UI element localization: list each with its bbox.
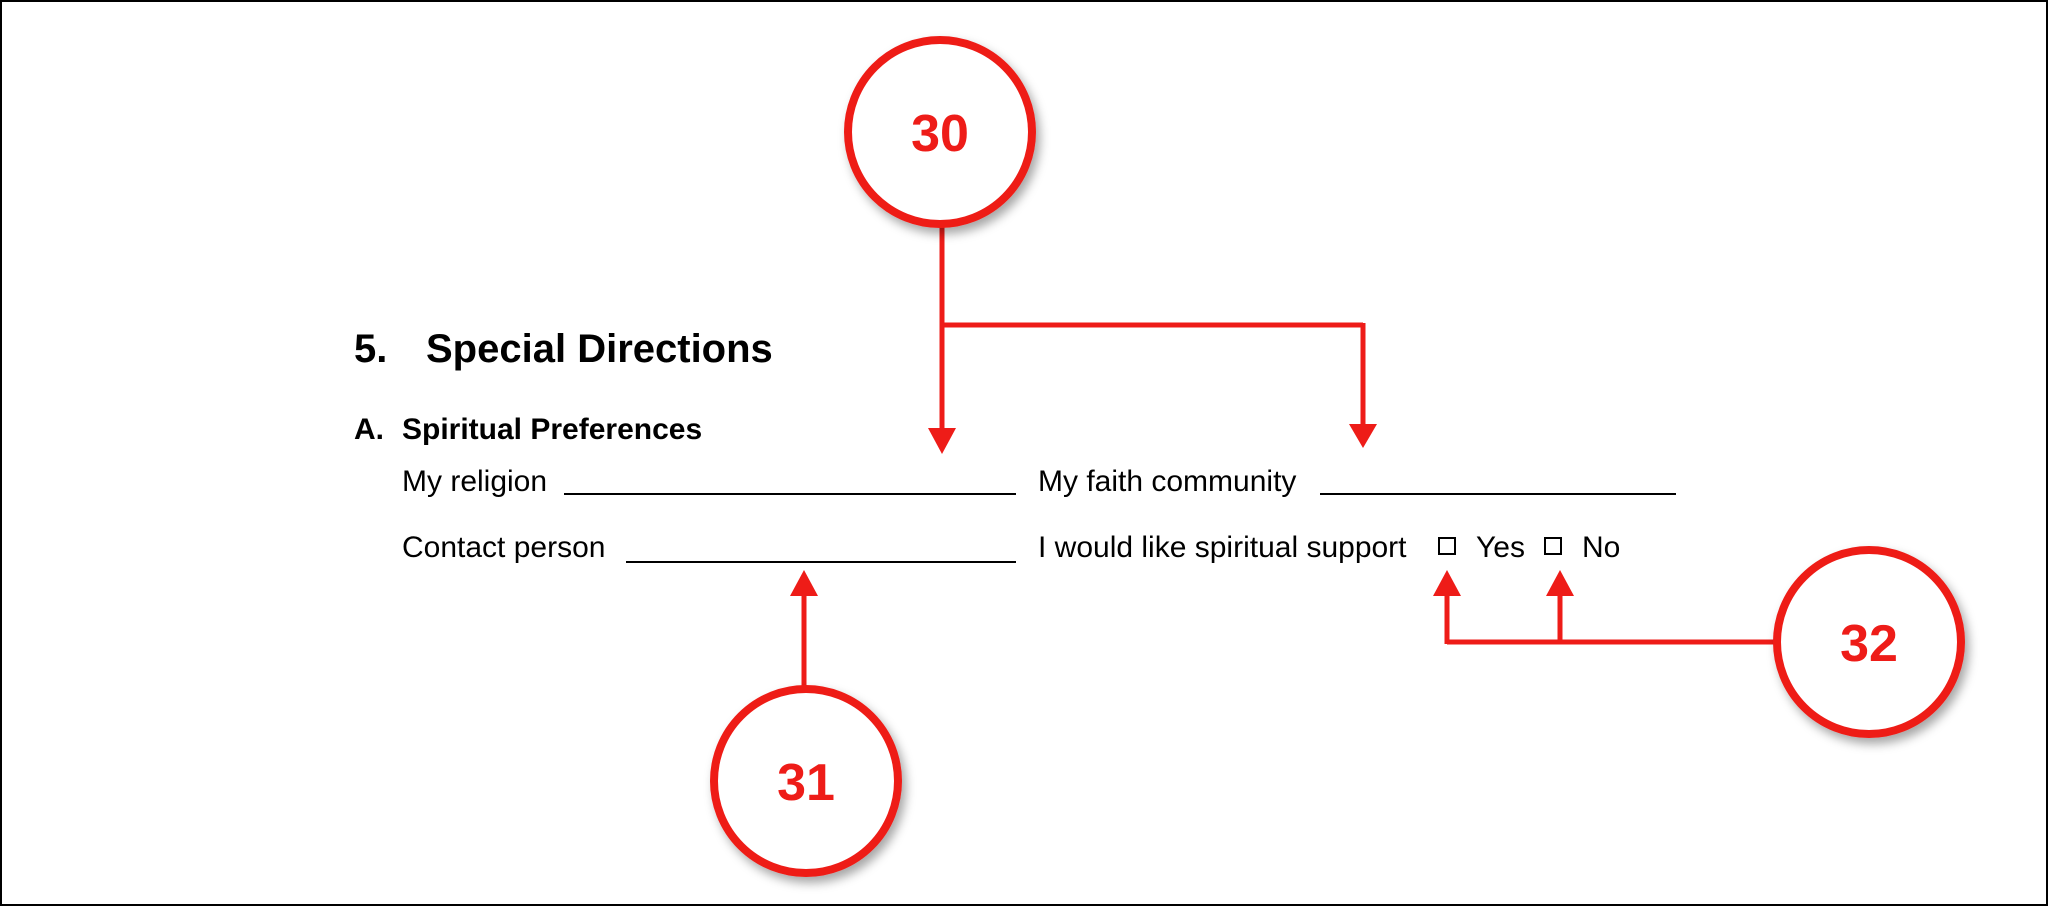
callout-31[interactable]: 31 (710, 685, 902, 877)
faith-community-blank-line[interactable] (1320, 493, 1676, 495)
subsection-title: Spiritual Preferences (402, 413, 703, 446)
callout-32-number: 32 (1840, 615, 1898, 673)
contact-person-label: Contact person (402, 531, 606, 564)
callout-30[interactable]: 30 (844, 36, 1036, 228)
no-checkbox[interactable] (1544, 537, 1562, 555)
yes-label: Yes (1476, 531, 1525, 564)
section-number: 5. (354, 327, 388, 371)
religion-label: My religion (402, 465, 548, 498)
faith-community-label: My faith community (1038, 465, 1297, 498)
callout-32-connector (1433, 570, 1778, 645)
arrowhead-icon (1433, 570, 1461, 596)
contact-person-blank-line[interactable] (626, 561, 1016, 563)
callout-30-number: 30 (911, 105, 969, 163)
callout-30-connector (928, 226, 1377, 454)
arrowhead-icon (1349, 424, 1377, 448)
no-label: No (1582, 531, 1621, 564)
yes-checkbox[interactable] (1438, 537, 1456, 555)
section-title: Special Directions (426, 327, 773, 371)
callout-31-number: 31 (777, 754, 835, 812)
callout-31-connector (790, 570, 818, 690)
spiritual-support-label: I would like spiritual support (1038, 531, 1407, 564)
arrowhead-icon (928, 428, 956, 454)
subsection-letter: A. (354, 413, 384, 446)
arrowhead-icon (1546, 570, 1574, 596)
callout-32[interactable]: 32 (1773, 546, 1965, 738)
religion-blank-line[interactable] (564, 493, 1016, 495)
arrowhead-icon (790, 570, 818, 596)
